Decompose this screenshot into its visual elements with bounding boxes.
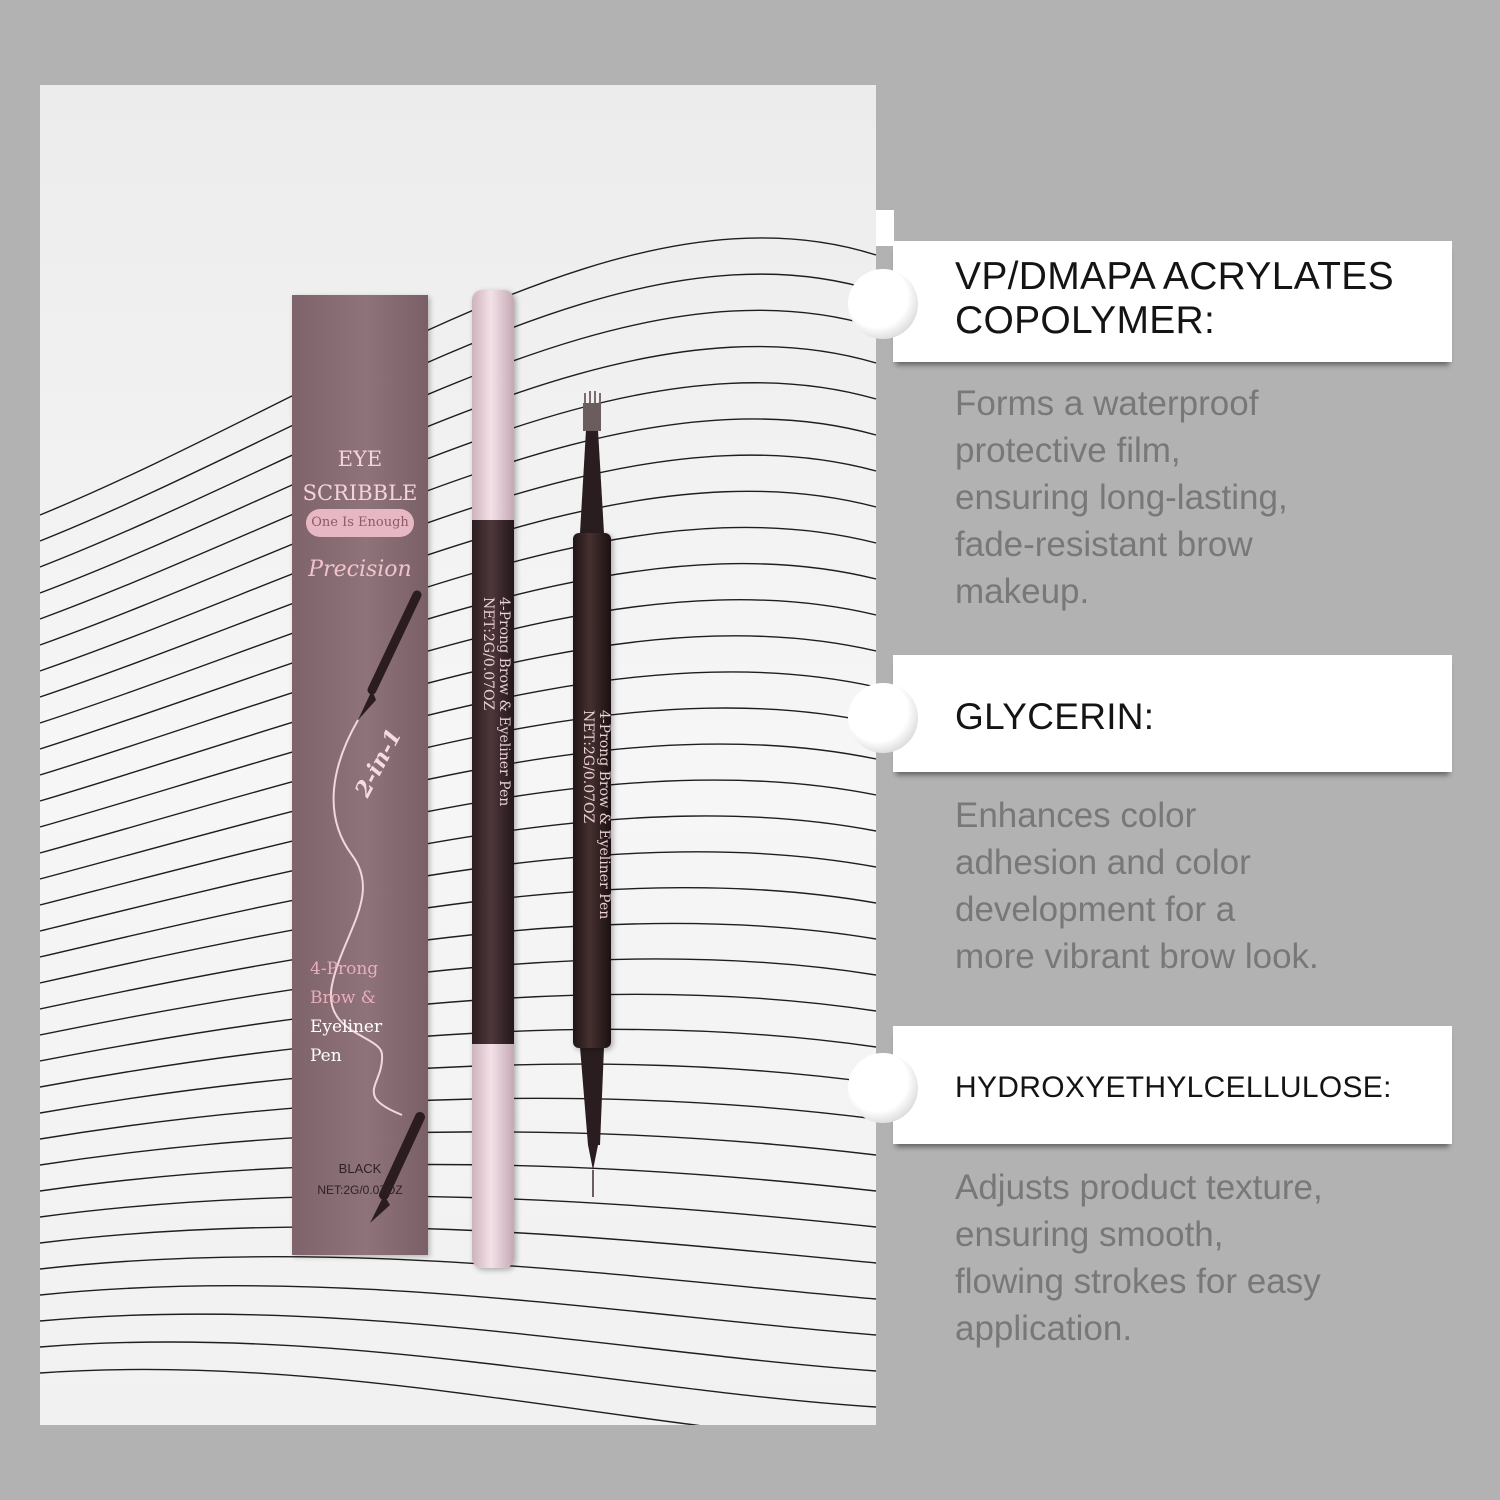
ingredient-2-heading-line1: GLYCERIN:: [955, 696, 1155, 737]
label-stub: [876, 210, 894, 246]
capped-pen-label-line2: NET:2G/0.07OZ: [480, 597, 496, 711]
ingredient-1-bullet: [848, 269, 918, 339]
ingredient-3-desc-line: ensuring smooth,: [955, 1215, 1224, 1254]
flowing-line: [40, 1368, 701, 1425]
pen-barrel: [472, 520, 514, 1044]
box-product-name-line2: Brow &: [310, 988, 376, 1008]
ingredient-3-desc-line: application.: [955, 1309, 1133, 1348]
ingredient-1-desc-line: makeup.: [955, 572, 1090, 611]
box-product-name-line3: Eyeliner: [310, 1017, 383, 1037]
ingredient-3-description: Adjusts product texture, ensuring smooth…: [955, 1164, 1323, 1352]
ingredient-2-bullet: [848, 683, 918, 753]
capped-pen: [472, 290, 514, 1268]
box-script-word: Precision: [308, 557, 412, 582]
flowing-line: [40, 1341, 876, 1408]
ingredient-1-desc-line: protective film,: [955, 431, 1181, 470]
open-pen-label-line1: 4-Prong Brow & Eyeliner Pen: [596, 710, 612, 920]
box-title-line2: SCRIBBLE: [302, 481, 418, 505]
pen-cap-top: [472, 290, 514, 520]
ingredient-2-desc-line: more vibrant brow look.: [955, 937, 1319, 976]
ingredient-2-desc-line: Enhances color: [955, 796, 1197, 835]
ingredient-3-desc-line: Adjusts product texture,: [955, 1168, 1323, 1207]
capped-pen-label: 4-Prong Brow & Eyeliner Pen NET:2G/0.07O…: [480, 597, 512, 806]
open-pen-label: 4-Prong Brow & Eyeliner Pen NET:2G/0.07O…: [580, 710, 612, 919]
ingredient-2-description: Enhances color adhesion and color develo…: [955, 792, 1319, 980]
box-product-name: 4-Prong Brow & Eyeliner Pen: [310, 955, 382, 1071]
ingredient-1-desc-line: ensuring long-lasting,: [955, 478, 1288, 517]
open-pen-barrel: [573, 533, 611, 1048]
ingredient-2-heading-bar: [893, 655, 1452, 772]
box-product-name-line1: 4-Prong: [310, 959, 379, 979]
ingredient-3-bullet: [848, 1053, 918, 1123]
box-product-name-line4: Pen: [310, 1046, 342, 1066]
box-shade-label: BLACK: [338, 1161, 382, 1176]
flowing-line: [40, 1313, 876, 1372]
ingredient-1-description: Forms a waterproof protective film, ensu…: [955, 380, 1288, 615]
ingredient-1-heading: VP/DMAPA ACRYLATES COPOLYMER:: [955, 255, 1394, 343]
ingredient-3-heading: HYDROXYETHYLCELLULOSE:: [955, 1066, 1392, 1110]
box-pen-illustration: [329, 590, 425, 1223]
ingredient-2-heading: GLYCERIN:: [955, 695, 1154, 739]
pen-cap-bottom: [472, 1044, 514, 1268]
box-title: EYE SCRIBBLE: [292, 442, 428, 510]
ingredient-1-desc-line: fade-resistant brow: [955, 525, 1253, 564]
ingredient-1-heading-line2: COPOLYMER:: [955, 299, 1216, 342]
capped-pen-label-line1: 4-Prong Brow & Eyeliner Pen: [496, 597, 512, 807]
ingredient-3-heading-line1: HYDROXYETHYLCELLULOSE:: [955, 1071, 1392, 1104]
flowing-line: [40, 1284, 876, 1336]
product-showcase-panel: EYE SCRIBBLE One Is Enough Precision 2-i…: [40, 85, 876, 1425]
ingredient-1-desc-line: Forms a waterproof: [955, 384, 1259, 423]
ingredient-1-heading-bar: [893, 241, 1452, 362]
ingredient-1-heading-line1: VP/DMAPA ACRYLATES: [955, 255, 1394, 298]
ingredient-2-desc-line: development for a: [955, 890, 1236, 929]
box-title-line1: EYE: [337, 447, 383, 471]
open-pen-tips: [580, 391, 604, 1197]
product-box: EYE SCRIBBLE One Is Enough Precision 2-i…: [292, 295, 428, 1255]
ingredient-3-desc-line: flowing strokes for easy: [955, 1262, 1321, 1301]
ingredient-3-heading-bar: [893, 1026, 1452, 1144]
box-tagline: One Is Enough: [306, 509, 414, 537]
box-net-weight: NET:2G/0.07OZ: [317, 1183, 403, 1197]
ingredient-2-desc-line: adhesion and color: [955, 843, 1251, 882]
open-pen-label-line2: NET:2G/0.07OZ: [580, 710, 596, 824]
